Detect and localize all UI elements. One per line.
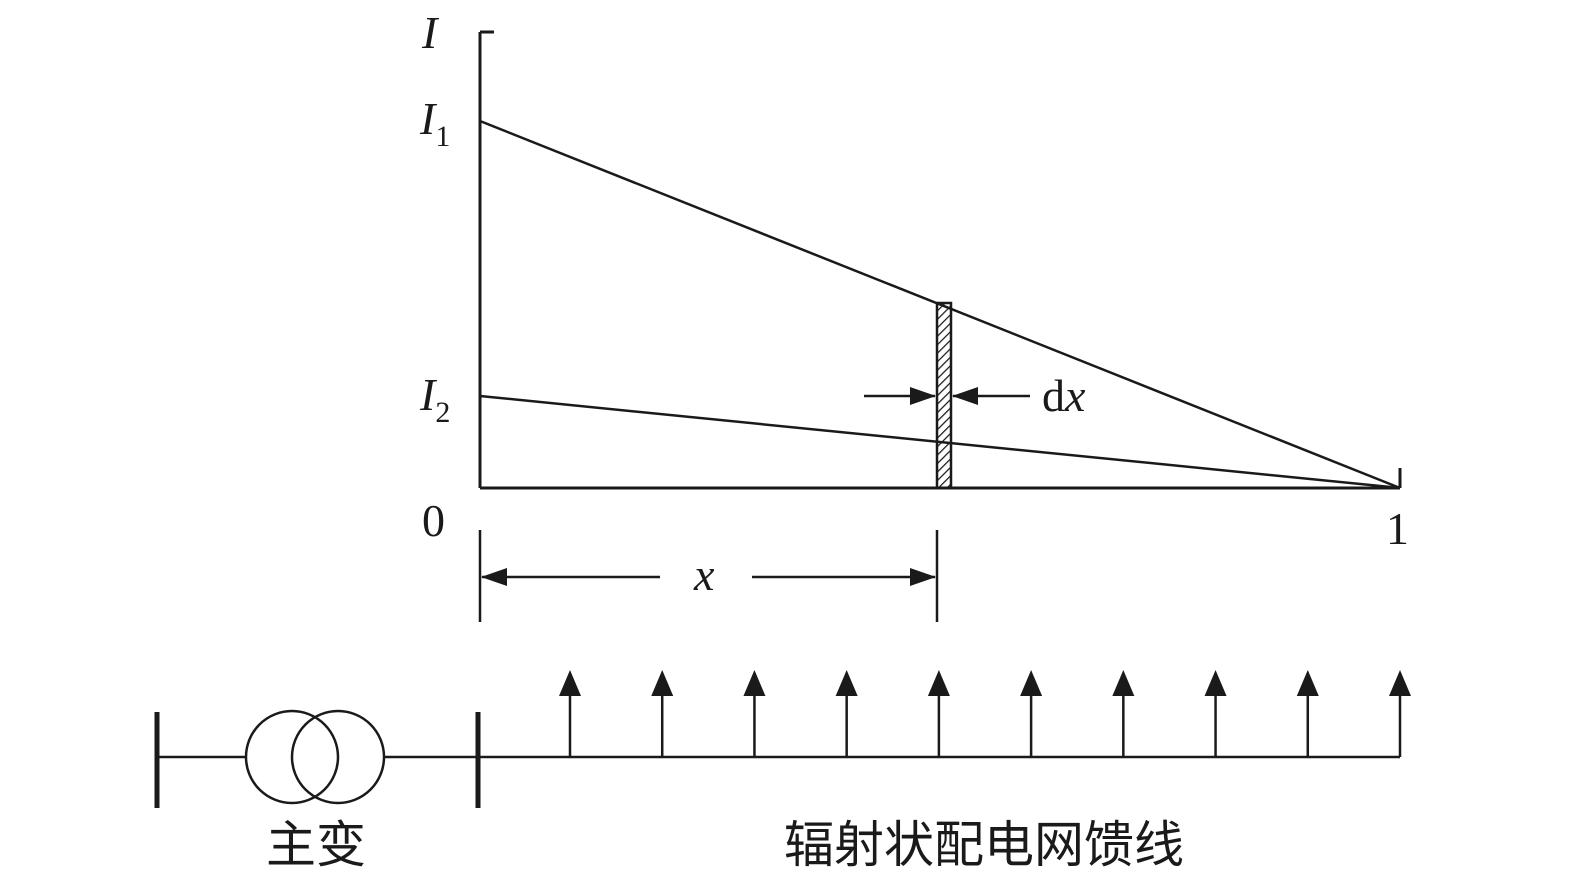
- feeder-circuit: [154, 709, 1400, 808]
- load-arrow-head: [1204, 670, 1227, 696]
- transformer-winding-left: [244, 709, 340, 805]
- i2-label-main: I: [419, 369, 438, 420]
- load-arrow-head: [559, 670, 581, 696]
- i1-label: I1: [419, 93, 450, 153]
- feeder-label: 辐射状配电网馈线: [784, 816, 1184, 874]
- dx-label-d: d: [1042, 370, 1065, 421]
- i2-label-sub: 2: [435, 396, 450, 429]
- load-arrow-head: [927, 670, 950, 696]
- end-label: 1: [1386, 503, 1409, 554]
- origin-label: 0: [422, 495, 445, 546]
- load-arrow-head: [743, 670, 766, 696]
- i1-label-sub: 1: [435, 120, 450, 153]
- load-arrow-head: [1389, 670, 1411, 696]
- load-arrow-head: [1020, 670, 1043, 696]
- i2-label: I2: [419, 369, 450, 429]
- load-arrow-head: [1112, 670, 1135, 696]
- dx-label: dx: [1042, 370, 1086, 421]
- x-label: x: [693, 549, 715, 600]
- dx-hatched-strip: [935, 301, 953, 490]
- x-dimension: [478, 530, 939, 622]
- load-arrow-head: [835, 670, 858, 696]
- load-arrow-head: [1296, 670, 1319, 696]
- transformer-label: 主变: [266, 816, 366, 874]
- dx-label-x: x: [1064, 370, 1086, 421]
- y-axis-label: I: [421, 7, 440, 58]
- load-arrow-head: [651, 670, 674, 696]
- i1-label-main: I: [419, 93, 438, 144]
- load-arrows: [559, 670, 1411, 757]
